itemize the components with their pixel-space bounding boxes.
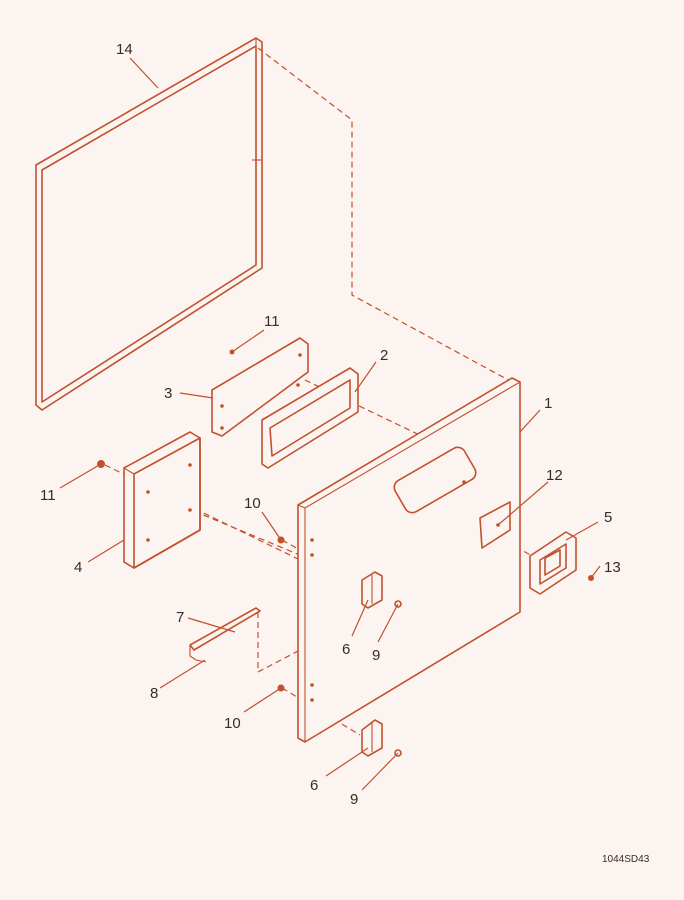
part-7-bracket (189, 607, 261, 661)
callout-11: 11 (40, 487, 56, 504)
callout-7: 7 (176, 609, 184, 626)
part-2-window-gasket (261, 367, 359, 469)
callout-labels: 14 11 3 2 1 12 11 10 4 5 13 7 6 9 8 10 6… (40, 41, 621, 808)
part-6-hinge-upper (361, 571, 383, 609)
callout-10: 10 (224, 715, 241, 732)
part-4-block (123, 431, 201, 569)
part-14-frame (35, 37, 263, 411)
callout-9: 9 (350, 791, 358, 808)
callout-1: 1 (544, 395, 552, 412)
callout-3: 3 (164, 385, 172, 402)
part-3-cover-plate (211, 337, 309, 437)
callout-10: 10 (244, 495, 261, 512)
callout-2: 2 (380, 347, 388, 364)
part-5-latch-handle (529, 531, 577, 595)
callout-9: 9 (372, 647, 380, 664)
callout-6: 6 (310, 777, 318, 794)
part-8-rivet (195, 659, 207, 663)
leader-lines (59, 57, 601, 791)
callout-4: 4 (74, 559, 82, 576)
callout-11: 11 (264, 313, 280, 330)
callout-8: 8 (150, 685, 158, 702)
callout-14: 14 (116, 41, 133, 58)
callout-13: 13 (604, 559, 621, 576)
callout-5: 5 (604, 509, 612, 526)
callout-6: 6 (342, 641, 350, 658)
callout-12: 12 (546, 467, 563, 484)
drawing-code: 1044SD43 (602, 854, 650, 865)
part-1-door-panel (297, 377, 521, 743)
